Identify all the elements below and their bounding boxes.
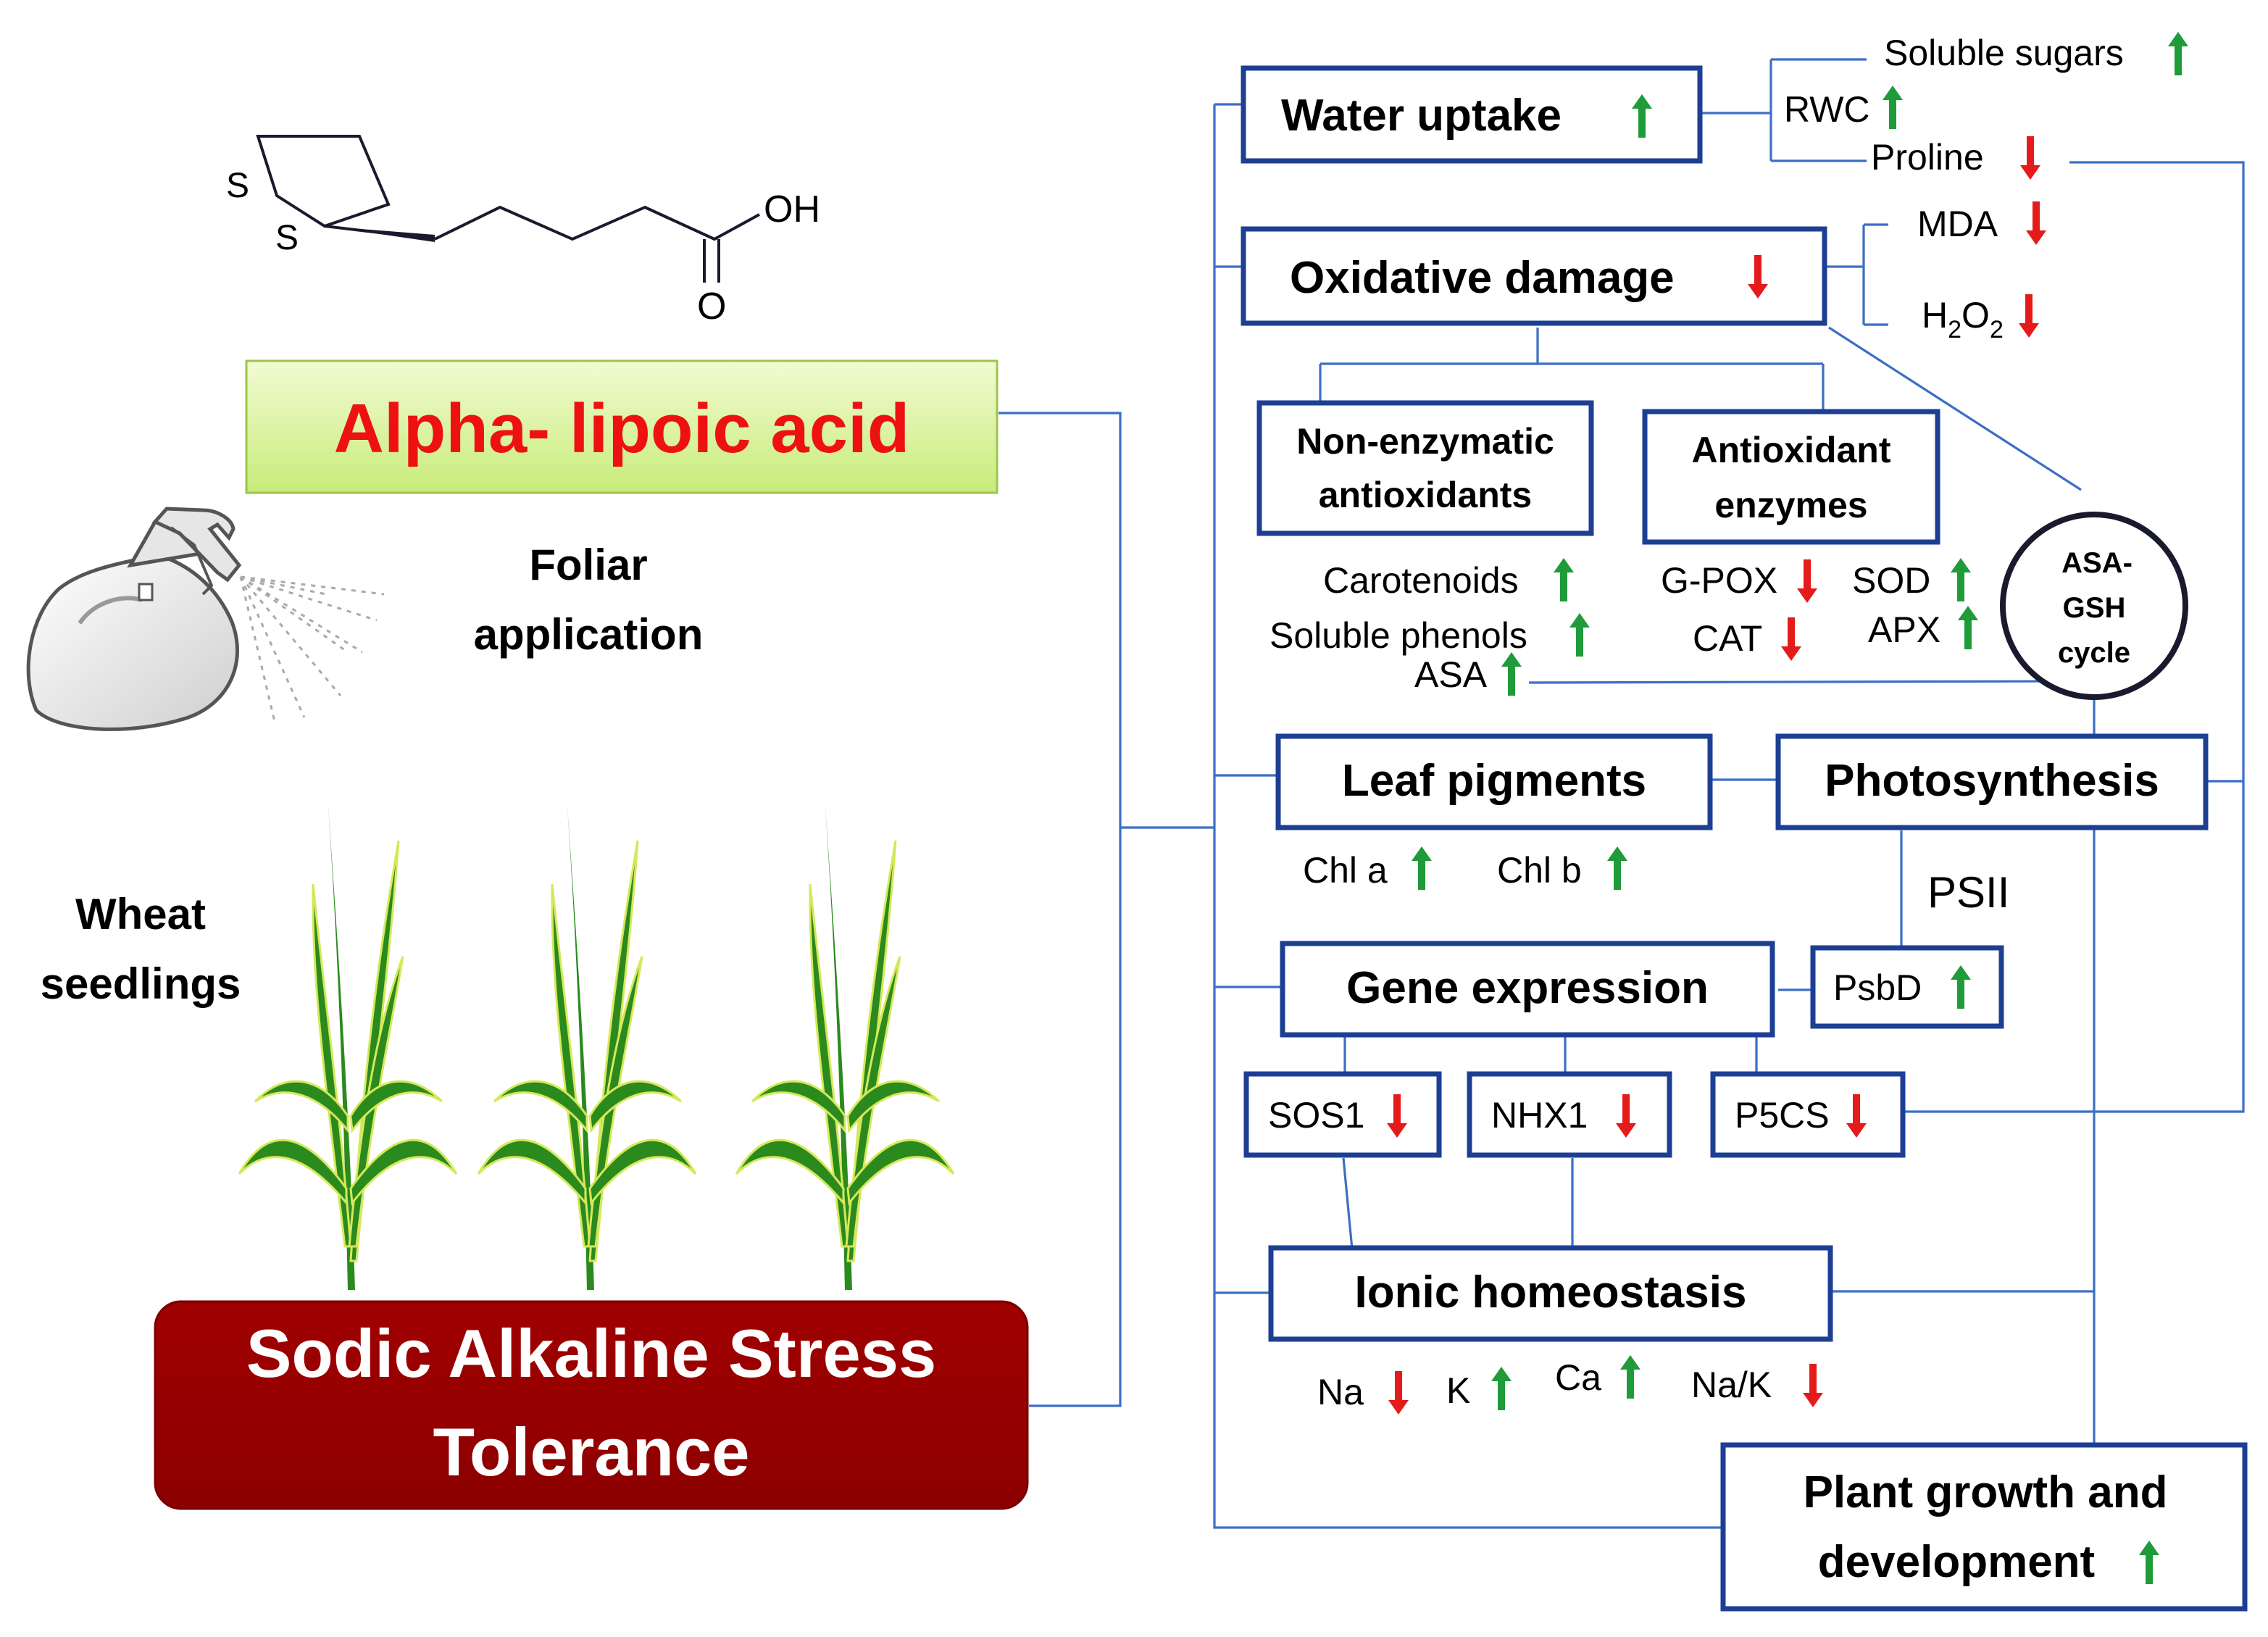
spray-bottle-icon	[26, 507, 385, 731]
molecule-oh: OH	[764, 188, 820, 230]
title-text: Alpha- lipoic acid	[334, 390, 910, 467]
chl-b-label: Chl b	[1497, 850, 1582, 891]
molecule-s1: S	[226, 167, 249, 205]
node-ionic-homeostasis: Ionic homeostasis	[1268, 1245, 1833, 1342]
p5cs-label: P5CS	[1735, 1095, 1830, 1136]
sos1-label: SOS1	[1268, 1095, 1364, 1136]
water-uptake-label: Water uptake	[1281, 91, 1562, 141]
molecule-s2: S	[275, 219, 299, 257]
proline-down-arrow	[2020, 136, 2040, 180]
cat-down-arrow	[1781, 617, 1801, 661]
nhx1-label: NHX1	[1491, 1095, 1588, 1136]
soluble-sugars-label: Soluble sugars	[1884, 33, 2124, 73]
h2o2-down-arrow	[2019, 294, 2039, 338]
photosynthesis-label: Photosynthesis	[1825, 756, 2159, 806]
k-label: K	[1446, 1370, 1470, 1411]
node-leaf-pigments: Leaf pigments	[1275, 733, 1713, 830]
gpox-down-arrow	[1797, 559, 1817, 603]
node-sos1: SOS1	[1243, 1071, 1442, 1158]
antioxidant-enzymes-line1: Antioxidant	[1692, 430, 1891, 470]
node-p5cs: P5CS	[1710, 1071, 1906, 1158]
node-nhx1: NHX1	[1467, 1071, 1672, 1158]
outcome-box: Sodic Alkaline Stress Tolerance	[154, 1300, 1029, 1510]
apx-label: APX	[1868, 609, 1940, 650]
soluble-sugars-up-arrow	[2168, 32, 2188, 75]
mda-label: MDA	[1917, 204, 1998, 244]
outcome-line1: Sodic Alkaline Stress	[246, 1315, 937, 1391]
connector-lines	[998, 58, 2245, 1529]
ca-label: Ca	[1555, 1357, 1601, 1398]
cat-label: CAT	[1693, 618, 1762, 659]
psbd-label: PsbD	[1833, 967, 1922, 1008]
lipoic-acid-structure: S S OH O	[226, 135, 820, 328]
chl-a-label: Chl a	[1303, 850, 1388, 891]
rwc-up-arrow	[1883, 86, 1903, 129]
proline-label: Proline	[1871, 137, 1984, 178]
asa-gsh-line1: ASA-	[2061, 547, 2132, 579]
carotenoids-label: Carotenoids	[1323, 560, 1519, 601]
carotenoids-up-arrow	[1554, 558, 1574, 601]
foliar-label-line2: application	[474, 610, 704, 659]
non-enzymatic-line2: antioxidants	[1319, 475, 1532, 515]
plant-growth-line1: Plant growth and	[1804, 1467, 2168, 1517]
na-down-arrow	[1388, 1371, 1409, 1415]
soluble-phenols-label: Soluble phenols	[1270, 615, 1527, 656]
node-photosynthesis: Photosynthesis	[1775, 733, 2209, 830]
gene-expression-label: Gene expression	[1346, 963, 1709, 1013]
h2o2-label: H2O2	[1922, 295, 2004, 343]
asa-gsh-line3: cycle	[2058, 637, 2130, 669]
wheat-seedling-1	[238, 796, 458, 1291]
asa-gsh-line2: GSH	[2063, 592, 2126, 624]
node-plant-growth: Plant growth and development	[1720, 1442, 2248, 1612]
chl-b-up-arrow	[1607, 846, 1627, 890]
plant-growth-line2: development	[1818, 1537, 2095, 1587]
psii-label: PSII	[1927, 868, 2009, 917]
node-antioxidant-enzymes: Antioxidant enzymes	[1642, 409, 1940, 545]
na-label: Na	[1317, 1372, 1364, 1412]
apx-up-arrow	[1958, 606, 1978, 649]
leaf-pigments-label: Leaf pigments	[1342, 756, 1646, 806]
na-k-down-arrow	[1803, 1364, 1823, 1407]
node-non-enzymatic-antioxidants: Non-enzymatic antioxidants	[1256, 400, 1594, 536]
chl-a-up-arrow	[1412, 846, 1432, 890]
na-k-label: Na/K	[1691, 1365, 1772, 1405]
wheat-label-line1: Wheat	[75, 890, 206, 938]
node-water-uptake: Water uptake	[1241, 65, 1703, 164]
mda-down-arrow	[2026, 201, 2046, 245]
sod-up-arrow	[1951, 558, 1971, 601]
asa-up-arrow	[1501, 652, 1522, 696]
oxidative-damage-label: Oxidative damage	[1290, 253, 1675, 303]
k-up-arrow	[1491, 1367, 1512, 1410]
ca-up-arrow	[1620, 1355, 1640, 1399]
title-box: Alpha- lipoic acid	[245, 359, 998, 494]
foliar-label-line1: Foliar	[529, 541, 647, 589]
ionic-homeostasis-label: Ionic homeostasis	[1355, 1267, 1747, 1317]
outcome-line2: Tolerance	[433, 1414, 749, 1490]
antioxidant-enzymes-line2: enzymes	[1714, 485, 1867, 525]
node-psbd: PsbD	[1810, 945, 2004, 1029]
node-gene-expression: Gene expression	[1280, 941, 1775, 1038]
sod-label: SOD	[1852, 560, 1930, 601]
node-asa-gsh-cycle: ASA- GSH cycle	[2000, 512, 2188, 700]
node-oxidative-damage: Oxidative damage	[1241, 226, 1827, 326]
wheat-seedling-3	[735, 796, 955, 1291]
wheat-seedling-2	[477, 796, 697, 1291]
soluble-phenols-up-arrow	[1569, 613, 1590, 657]
rwc-label: RWC	[1784, 89, 1870, 130]
wheat-label-line2: seedlings	[41, 959, 241, 1008]
non-enzymatic-line1: Non-enzymatic	[1296, 421, 1554, 462]
gpox-label: G-POX	[1661, 560, 1777, 601]
asa-label: ASA	[1414, 654, 1488, 695]
molecule-o: O	[697, 286, 726, 328]
